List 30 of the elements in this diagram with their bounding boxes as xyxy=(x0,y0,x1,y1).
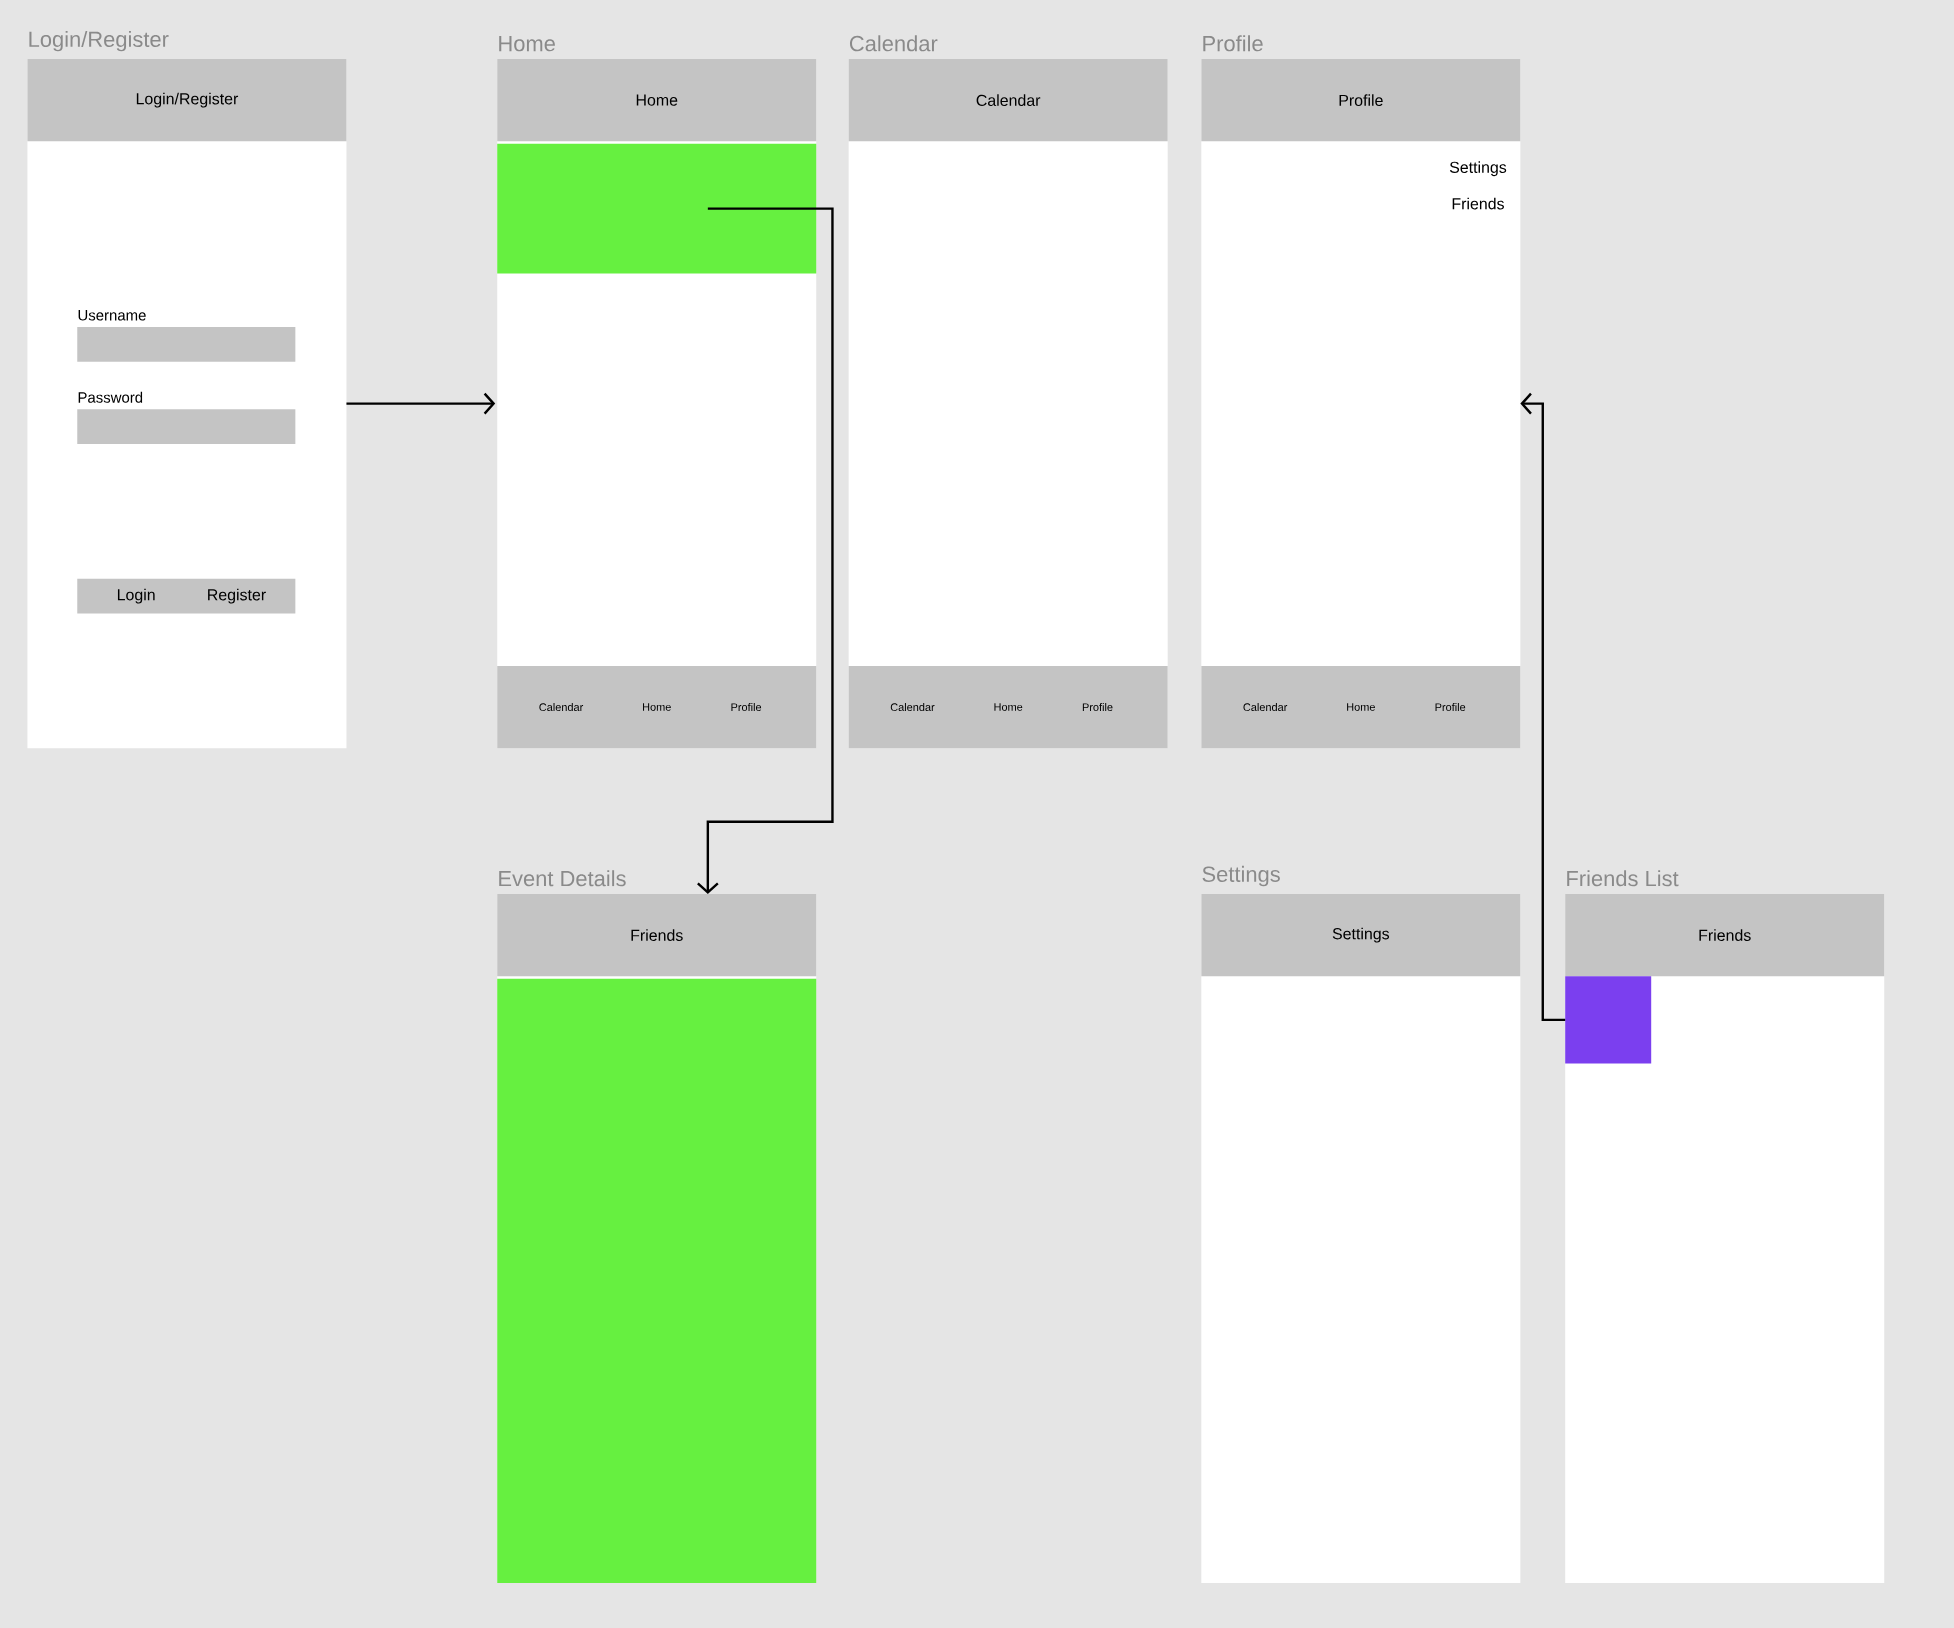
navigation-bar: Calendar Home Profile xyxy=(1201,665,1521,749)
arrow xyxy=(1520,392,1566,1022)
header-bar: Profile xyxy=(1201,59,1521,142)
screen-title: Settings xyxy=(1202,865,1280,887)
input-field: Username xyxy=(77,310,296,362)
header-bar: Login/Register xyxy=(27,59,347,142)
arrow xyxy=(346,392,496,415)
menu-item: Settings xyxy=(1449,161,1507,177)
screen-title: Login/Register xyxy=(29,30,169,52)
screen-title: Profile xyxy=(1203,35,1263,52)
screen-title: Home xyxy=(499,36,555,52)
navigation-bar: Calendar Home Profile xyxy=(848,665,1168,749)
header-bar: Calendar xyxy=(848,59,1168,142)
navigation-bar: Calendar Home Profile xyxy=(497,665,817,749)
header-bar: Friends xyxy=(497,894,817,977)
screen-title: Friends List xyxy=(1567,870,1679,887)
arrow xyxy=(697,207,834,894)
input-field: Password xyxy=(77,391,296,445)
content-block xyxy=(1565,976,1652,1064)
node-label: Password xyxy=(78,391,143,403)
header-bar: Home xyxy=(497,59,817,142)
header-bar: Friends xyxy=(1565,894,1885,977)
node-label: Username xyxy=(78,310,146,321)
menu-item: Friends xyxy=(1452,197,1504,210)
screen-title: Calendar xyxy=(849,35,938,52)
button-bar: Login Register xyxy=(77,578,296,614)
screen-title: Event Details xyxy=(499,870,626,887)
content-block xyxy=(497,143,817,274)
header-bar: Settings xyxy=(1201,894,1521,977)
content-block xyxy=(497,978,817,1584)
